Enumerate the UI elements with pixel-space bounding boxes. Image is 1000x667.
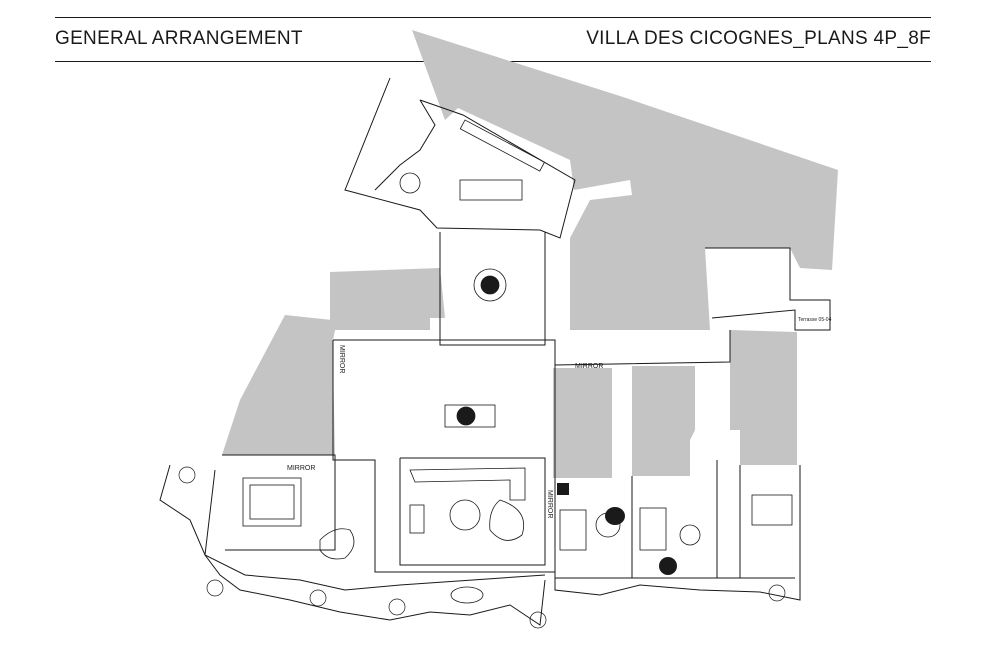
round-table-east-2 bbox=[679, 524, 701, 546]
kitchen-outline bbox=[344, 77, 576, 239]
east-bed-1 bbox=[559, 509, 587, 551]
solid-walls bbox=[222, 30, 838, 478]
mirror-label-1: MIRROR bbox=[287, 465, 315, 472]
north-solid-block bbox=[412, 30, 838, 330]
wall-lines bbox=[159, 77, 831, 626]
bed-inner bbox=[249, 484, 295, 520]
black-chair-2 bbox=[659, 557, 677, 575]
terrace-sofa bbox=[450, 586, 484, 604]
salon-inner-rect bbox=[399, 457, 546, 566]
round-rug bbox=[449, 499, 481, 531]
black-chair-1 bbox=[605, 507, 625, 525]
black-accents bbox=[557, 483, 677, 575]
terrace-plants bbox=[178, 466, 786, 629]
northwest-solid-block bbox=[330, 268, 445, 340]
coffee-table bbox=[409, 504, 425, 534]
main-dining-table bbox=[444, 404, 496, 428]
east-terrace-outline bbox=[705, 247, 831, 331]
kitchen-counter bbox=[459, 119, 546, 172]
main-dining-center bbox=[456, 406, 476, 426]
south-terrace-edge bbox=[159, 464, 546, 626]
mirror-label-4: MIRROR bbox=[546, 490, 553, 518]
terrasse-label: Terrasse 05-04 bbox=[798, 317, 832, 323]
kitchen-inner-curve bbox=[374, 99, 436, 191]
east-bed-2 bbox=[639, 507, 667, 551]
curved-sofa bbox=[489, 499, 525, 541]
south-terrace-inner bbox=[204, 469, 546, 591]
east-bed-3 bbox=[751, 494, 793, 526]
west-solid-block bbox=[222, 315, 335, 455]
header-top-rule bbox=[55, 17, 931, 18]
dining-table-center bbox=[480, 275, 500, 295]
dining-table-top bbox=[473, 268, 507, 302]
side-table-black bbox=[557, 483, 569, 495]
west-bedroom-outline bbox=[222, 454, 336, 551]
project-title: VILLA DES CICOGNES_PLANS 4P_8F bbox=[586, 28, 931, 49]
kitchen-island bbox=[459, 179, 523, 201]
bedroom-lounge bbox=[319, 528, 355, 560]
east-wing-outline bbox=[554, 370, 801, 601]
room-block-1 bbox=[553, 368, 612, 478]
dining-room-outline bbox=[439, 232, 546, 346]
east-solid-block bbox=[730, 330, 797, 465]
mirror-label-2: MIRROR bbox=[338, 345, 345, 373]
corridor-line bbox=[554, 330, 731, 366]
kitchen-table bbox=[399, 172, 421, 194]
sectional-sofa bbox=[409, 467, 526, 501]
drawing-title: GENERAL ARRANGEMENT bbox=[55, 28, 303, 49]
bed-outer bbox=[242, 477, 302, 527]
main-living-outline bbox=[332, 339, 556, 573]
room-block-2 bbox=[632, 366, 695, 476]
mirror-label-3: MIRROR bbox=[575, 363, 603, 370]
